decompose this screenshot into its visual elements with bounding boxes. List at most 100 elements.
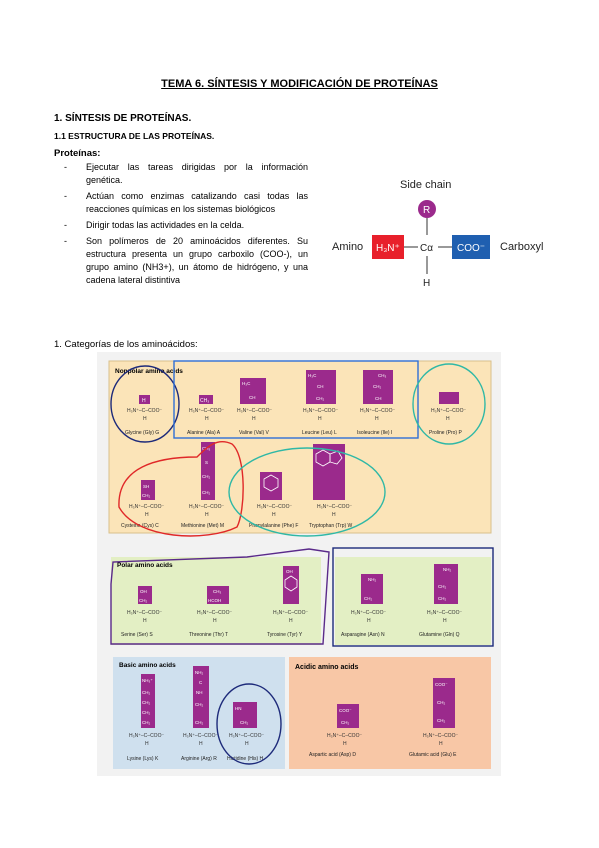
svg-text:CH₂: CH₂ bbox=[142, 720, 150, 725]
basic-heading: Basic amino acids bbox=[119, 662, 176, 669]
svg-text:CH₂: CH₂ bbox=[437, 700, 445, 705]
svg-text:CH₂: CH₂ bbox=[316, 396, 324, 401]
aa-label-tyr: Tyrosine (Tyr) Y bbox=[267, 632, 303, 638]
svg-text:NH: NH bbox=[196, 690, 203, 695]
amino-group-box bbox=[372, 235, 404, 259]
svg-text:CH₂: CH₂ bbox=[438, 596, 446, 601]
svg-text:H₃N⁺–C–COO⁻: H₃N⁺–C–COO⁻ bbox=[351, 610, 386, 616]
aa-label-trp: Tryptophan (Trp) W bbox=[309, 523, 353, 529]
svg-text:S: S bbox=[205, 460, 208, 465]
list-item: Actúan como enzimas catalizando casi tod… bbox=[64, 190, 308, 216]
svg-text:H: H bbox=[143, 416, 147, 422]
acidic-heading: Acidic amino acids bbox=[295, 664, 359, 671]
svg-text:CH₃: CH₃ bbox=[200, 398, 209, 404]
svg-text:H: H bbox=[332, 512, 336, 518]
svg-text:CH₃: CH₃ bbox=[378, 373, 386, 378]
hydrogen-label: H bbox=[423, 278, 430, 289]
svg-text:CH₂: CH₂ bbox=[195, 702, 203, 707]
svg-text:HCOH: HCOH bbox=[208, 598, 221, 603]
aa-label-met: Methionine (Met) M bbox=[181, 523, 224, 529]
svg-text:H₃N⁺–C–COO⁻: H₃N⁺–C–COO⁻ bbox=[273, 610, 308, 616]
svg-text:HN: HN bbox=[235, 706, 242, 711]
svg-text:CH: CH bbox=[249, 395, 256, 400]
aa-label-phe: Phenylalanine (Phe) F bbox=[249, 523, 298, 529]
svg-text:H₃N⁺–C–COO⁻: H₃N⁺–C–COO⁻ bbox=[183, 733, 218, 739]
annotation-circle-aromatic bbox=[228, 447, 386, 537]
aa-label-ile: Isoleucine (Ile) I bbox=[357, 430, 392, 436]
svg-text:H: H bbox=[245, 741, 249, 747]
page-title: TEMA 6. SÍNTESIS Y MODIFICACIÓN DE PROTE… bbox=[161, 78, 438, 90]
aa-label-glu: Glutamic acid (Glu) E bbox=[409, 752, 457, 758]
svg-text:H: H bbox=[145, 741, 149, 747]
aa-label-lys: Lysine (Lys) K bbox=[127, 756, 159, 762]
svg-text:H: H bbox=[142, 398, 146, 404]
aa-label-gly: Glycine (Gly) G bbox=[125, 430, 159, 436]
svg-text:CH: CH bbox=[317, 384, 324, 389]
svg-text:H: H bbox=[367, 618, 371, 624]
svg-text:H₃N⁺–C–COO⁻: H₃N⁺–C–COO⁻ bbox=[303, 408, 338, 414]
svg-text:H₃C: H₃C bbox=[308, 373, 317, 378]
svg-text:H₃N⁺–C–COO⁻: H₃N⁺–C–COO⁻ bbox=[257, 504, 292, 510]
svg-text:CH₂: CH₂ bbox=[142, 700, 150, 705]
r-group-label: R bbox=[423, 205, 430, 216]
svg-text:H: H bbox=[318, 416, 322, 422]
aa-label-ala: Alanine (Ala) A bbox=[187, 430, 221, 436]
svg-text:COO⁻: COO⁻ bbox=[339, 708, 352, 713]
svg-text:CH₂: CH₂ bbox=[437, 718, 445, 723]
aa-label-asp: Aspartic acid (Asp) D bbox=[309, 752, 356, 758]
annotation-box-hydroxyl bbox=[110, 548, 330, 645]
side-chain-label: Side chain bbox=[400, 179, 451, 191]
annotation-circle-proline bbox=[412, 363, 486, 445]
svg-text:CH₂: CH₂ bbox=[142, 710, 150, 715]
nonpolar-panel bbox=[108, 360, 492, 534]
svg-text:H₃C: H₃C bbox=[242, 381, 251, 386]
aa-label-arg: Arginine (Arg) R bbox=[181, 756, 217, 762]
svg-text:CH₃: CH₃ bbox=[213, 589, 221, 594]
svg-text:CH: CH bbox=[375, 396, 382, 401]
svg-text:CH₂: CH₂ bbox=[202, 490, 210, 495]
svg-text:H: H bbox=[252, 416, 256, 422]
subsection-heading: 1.1 ESTRUCTURA DE LAS PROTEÍNAS. bbox=[54, 131, 215, 141]
list-item: Dirigir todas las actividades en la celd… bbox=[64, 219, 308, 232]
svg-text:H: H bbox=[375, 416, 379, 422]
categories-label: 1. Categorías de los aminoácidos: bbox=[54, 339, 198, 350]
svg-text:NH₂: NH₂ bbox=[443, 567, 451, 572]
svg-text:H₃N⁺–C–COO⁻: H₃N⁺–C–COO⁻ bbox=[127, 408, 162, 414]
svg-text:CH₂: CH₂ bbox=[142, 690, 150, 695]
svg-text:CH₂: CH₂ bbox=[373, 384, 381, 389]
svg-text:H: H bbox=[145, 512, 149, 518]
proteins-label: Proteínas: bbox=[54, 148, 101, 159]
svg-text:H: H bbox=[443, 618, 447, 624]
svg-text:CH₂: CH₂ bbox=[438, 584, 446, 589]
svg-text:H₃N⁺–C–COO⁻: H₃N⁺–C–COO⁻ bbox=[229, 733, 264, 739]
svg-text:H: H bbox=[343, 741, 347, 747]
svg-text:H: H bbox=[205, 512, 209, 518]
annotation-circle-glycine bbox=[110, 365, 180, 443]
aa-label-thr: Threonine (Thr) T bbox=[189, 632, 228, 638]
svg-text:H: H bbox=[143, 618, 147, 624]
annotation-box-amides bbox=[332, 547, 494, 647]
svg-text:CH₂: CH₂ bbox=[341, 720, 349, 725]
svg-text:H: H bbox=[199, 741, 203, 747]
svg-text:H₃N⁺–C–COO⁻: H₃N⁺–C–COO⁻ bbox=[360, 408, 395, 414]
aa-label-val: Valine (Val) V bbox=[239, 430, 269, 436]
svg-text:H: H bbox=[446, 416, 450, 422]
section-heading: 1. SÍNTESIS DE PROTEÍNAS. bbox=[54, 113, 192, 124]
svg-text:H₃N⁺–C–COO⁻: H₃N⁺–C–COO⁻ bbox=[327, 733, 362, 739]
aa-label-leu: Leucine (Leu) L bbox=[302, 430, 337, 436]
svg-text:H: H bbox=[439, 741, 443, 747]
svg-text:H: H bbox=[272, 512, 276, 518]
svg-text:CH₂: CH₂ bbox=[142, 493, 150, 498]
amino-label: Amino bbox=[332, 241, 363, 253]
carboxyl-group-box bbox=[452, 235, 490, 259]
svg-text:H₃N⁺–C–COO⁻: H₃N⁺–C–COO⁻ bbox=[431, 408, 466, 414]
svg-text:H₃N⁺–C–COO⁻: H₃N⁺–C–COO⁻ bbox=[129, 504, 164, 510]
svg-text:H: H bbox=[205, 416, 209, 422]
amino-acid-structure-diagram: Side chain R Amino H₃N⁺ Cα COO⁻ Carboxyl… bbox=[332, 179, 543, 289]
svg-text:H₃N⁺–C–COO⁻: H₃N⁺–C–COO⁻ bbox=[197, 610, 232, 616]
svg-text:CH₂: CH₂ bbox=[364, 596, 372, 601]
alpha-carbon: Cα bbox=[420, 243, 433, 254]
svg-text:H₃N⁺–C–COO⁻: H₃N⁺–C–COO⁻ bbox=[189, 504, 224, 510]
